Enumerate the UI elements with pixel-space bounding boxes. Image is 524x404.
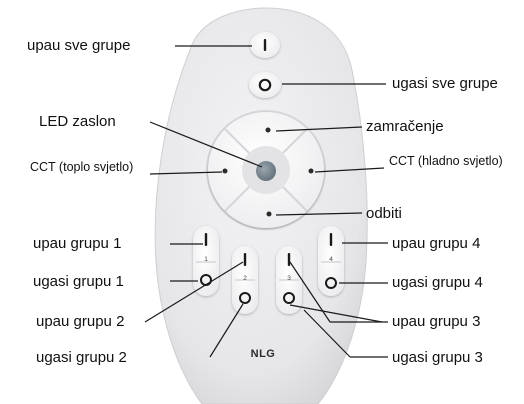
group-number-3: 3	[287, 275, 291, 282]
on-icon	[264, 39, 266, 51]
cct-cold-button[interactable]	[309, 169, 314, 174]
d-pad	[206, 110, 326, 230]
on-group-1-button[interactable]	[205, 233, 207, 246]
led-display	[256, 161, 276, 181]
label-off-group-4: ugasi grupu 4	[392, 274, 483, 292]
label-on-group-3: upau grupu 3	[392, 313, 480, 331]
label-off-group-3: ugasi grupu 3	[392, 349, 483, 367]
dim-button[interactable]	[266, 128, 271, 133]
cancel-button[interactable]	[267, 212, 272, 217]
on-group-3-button[interactable]	[288, 253, 290, 266]
group-number-1: 1	[204, 256, 208, 263]
label-off-group-1: ugasi grupu 1	[33, 273, 124, 291]
label-cancel: odbiti	[366, 205, 402, 223]
brand-logo: NLG	[246, 348, 280, 360]
label-cct-warm: CCT (toplo svjetlo)	[30, 158, 133, 176]
cct-warm-button[interactable]	[223, 169, 228, 174]
all-on-button[interactable]	[250, 32, 280, 58]
on-group-4-button[interactable]	[330, 233, 332, 246]
label-on-group-1: upau grupu 1	[33, 235, 121, 253]
label-on-group-2: upau grupu 2	[36, 313, 124, 331]
label-dim: zamračenje	[366, 118, 444, 136]
all-off-button[interactable]	[249, 72, 281, 98]
on-group-2-button[interactable]	[244, 253, 246, 266]
group-number-2: 2	[243, 275, 247, 282]
label-all-on: upau sve grupe	[27, 37, 130, 55]
label-off-group-2: ugasi grupu 2	[36, 349, 127, 367]
label-cct-cold: CCT (hladno svjetlo)	[389, 152, 503, 170]
group-number-4: 4	[329, 256, 333, 263]
label-all-off: ugasi sve grupe	[392, 75, 498, 93]
label-led-display: LED zaslon	[39, 113, 116, 131]
label-on-group-4: upau grupu 4	[392, 235, 480, 253]
